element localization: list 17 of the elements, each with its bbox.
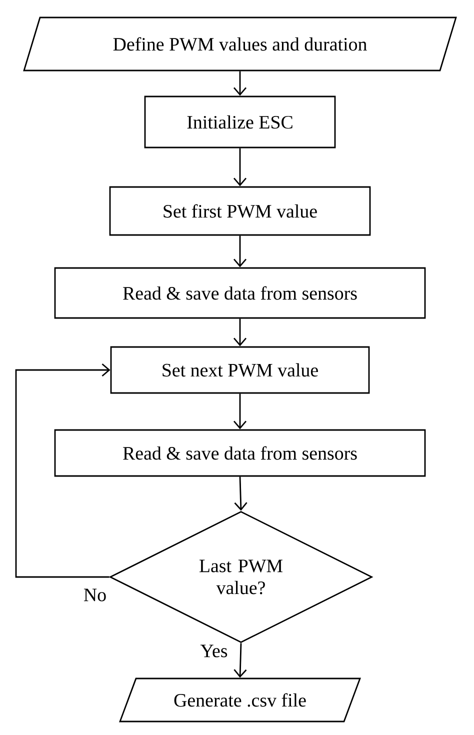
process-box: Initialize ESC: [144, 96, 336, 148]
arrow: [234, 643, 247, 678]
arrow: [233, 236, 247, 268]
input-parallelogram: Define PWM values and duration: [23, 16, 457, 72]
process-box: Read & save data from sensors: [54, 429, 426, 477]
arrow: [15, 363, 110, 578]
arrow: [234, 476, 248, 511]
edge-label: No: [84, 588, 106, 602]
input-parallelogram: Generate .csv file: [119, 678, 361, 722]
arrow: [233, 318, 247, 346]
arrow: [233, 394, 247, 430]
process-box: Read & save data from sensors: [54, 267, 426, 319]
process-box: Set next PWM value: [110, 346, 370, 394]
process-box: Set first PWM value: [109, 186, 371, 236]
arrow: [233, 71, 247, 96]
edge-label: Yes: [200, 644, 228, 658]
arrow: [233, 148, 247, 186]
